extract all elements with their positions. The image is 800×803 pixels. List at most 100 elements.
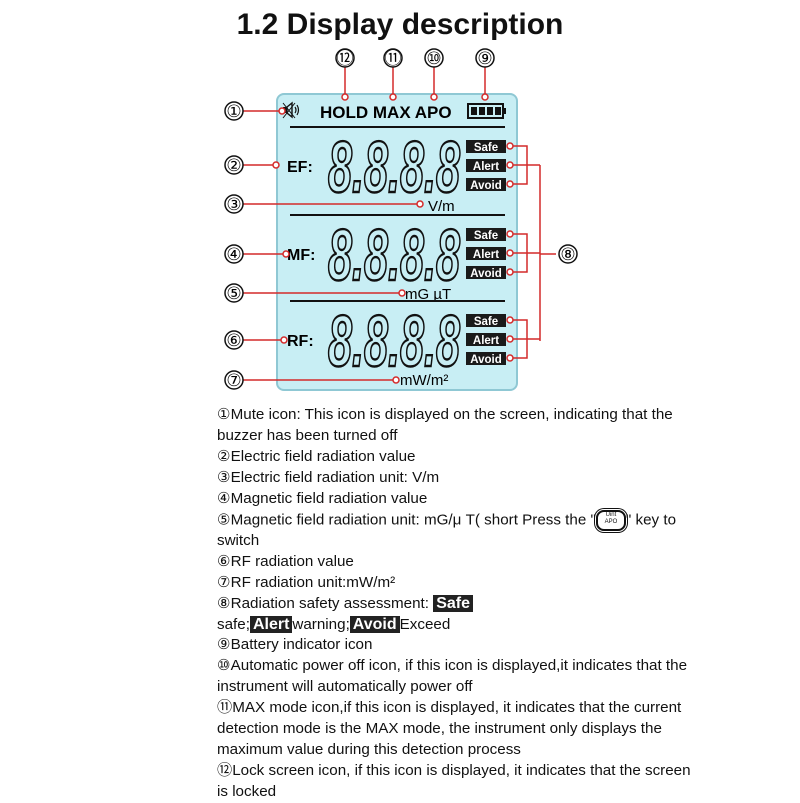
callout-dot: [506, 142, 514, 150]
callout-marker: ⑧: [558, 244, 578, 264]
badge-text: Safe: [474, 142, 498, 154]
callout-number: ⑤: [226, 284, 241, 303]
callout-dot: [398, 289, 406, 297]
callout-dot: [481, 93, 489, 101]
desc-1: ①Mute icon: This icon is displayed on th…: [217, 406, 673, 444]
mf-digits: 8.8.8.8: [328, 216, 460, 296]
alert-badge: Alert: [249, 615, 293, 633]
safe-badge: Safe: [433, 594, 474, 612]
rf-digits: 8.8.8.8: [328, 302, 460, 382]
unit-label: V/m: [428, 198, 455, 215]
badge-text: Avoid: [470, 354, 502, 366]
callout-marker: ④: [224, 244, 244, 264]
desc-8-text: ⑧Radiation safety assessment:: [217, 594, 434, 612]
desc-4: ④Magnetic field radiation value: [217, 489, 428, 507]
callout-dot: [392, 376, 400, 384]
avoid-badge: Avoid: [349, 615, 400, 633]
badge-avoid: [466, 266, 506, 279]
callout-dot: [272, 161, 280, 169]
bracket: [539, 165, 556, 341]
key-bottom: APO: [604, 518, 618, 525]
badge-avoid: [466, 352, 506, 365]
desc-9: ⑨Battery indicator icon: [217, 636, 373, 654]
callout-marker: ②: [224, 155, 244, 175]
badge-text: Avoid: [470, 180, 502, 192]
callout-marker: ⑥: [224, 330, 244, 350]
badge-alert: [466, 159, 506, 172]
callout-number: ⑧: [560, 245, 575, 264]
desc-8: ⑧Radiation safety assessment: Safe safe;…: [217, 594, 697, 636]
callout-dot: [506, 354, 514, 362]
row-label: MF:: [287, 247, 315, 264]
callout-dot: [416, 200, 424, 208]
callout-marker: ⑪: [383, 48, 403, 68]
callout-marker: ⑫: [335, 48, 355, 68]
unit-label: mW/m²: [400, 372, 448, 389]
battery-full-icon: [467, 103, 506, 119]
description-list: ①Mute icon: This icon is displayed on th…: [217, 405, 697, 803]
callout-dot: [341, 93, 349, 101]
callout-dot: [506, 249, 514, 257]
callout-dot: [506, 316, 514, 324]
badge-alert: [466, 247, 506, 260]
callout-marker: ①: [224, 101, 244, 121]
badge-avoid: [466, 178, 506, 191]
callout-number: ⑪: [385, 49, 402, 68]
callout-dot: [282, 250, 290, 258]
callout-dot: [278, 107, 286, 115]
badge-text: Safe: [474, 230, 498, 242]
callout-number: ④: [226, 245, 241, 264]
badge-text: Alert: [473, 335, 499, 347]
callout-marker: ⑩: [424, 48, 444, 68]
desc-5: ⑤Magnetic field radiation unit: mG/μ T( …: [217, 509, 697, 552]
callout-dot: [506, 161, 514, 169]
safe-text: safe;: [217, 615, 250, 633]
page-title: 1.2 Display description: [236, 8, 564, 41]
desc-5-tail: " key to switch: [217, 511, 677, 549]
callout-marker: ⑦: [224, 370, 244, 390]
callout-marker: ⑨: [475, 48, 495, 68]
row-label: RF:: [287, 333, 314, 350]
callout-dot: [506, 180, 514, 188]
alert-text: warning;: [292, 615, 350, 633]
callout-marker: ⑤: [224, 283, 244, 303]
badge-safe: [466, 228, 506, 241]
ef-digits: 8.8.8.8: [328, 128, 460, 208]
badge-safe: [466, 314, 506, 327]
callout-marker: ③: [224, 194, 244, 214]
callout-number: ⑫: [337, 49, 354, 68]
callout-dot: [280, 336, 288, 344]
badge-text: Alert: [473, 161, 499, 173]
desc-10: ⑩Automatic power off icon, if this icon …: [217, 657, 688, 696]
callout-dot: [430, 93, 438, 101]
callout-number: ③: [226, 195, 241, 214]
desc-12: ⑫Lock screen icon, if this icon is displ…: [217, 761, 691, 800]
desc-6: ⑥RF radiation value: [217, 552, 354, 570]
desc-3: ③Electric field radiation unit: V/m: [217, 468, 440, 486]
lcd-screen: [276, 93, 518, 391]
callout-number: ⑩: [426, 49, 441, 68]
desc-2: ②Electric field radiation value: [217, 447, 416, 465]
badge-text: Avoid: [470, 268, 502, 280]
desc-11: ⑪MAX mode icon,if this icon is displayed…: [217, 699, 682, 759]
callout-dot: [506, 268, 514, 276]
avoid-text: Exceed: [399, 615, 451, 633]
desc-5-text: ⑤Magnetic field radiation unit: mG/μ T( …: [217, 511, 596, 529]
badge-alert: [466, 333, 506, 346]
callout-dot: [389, 93, 397, 101]
callout-dot: [506, 230, 514, 238]
callout-dot: [506, 335, 514, 343]
unit-label: mG µT: [405, 286, 451, 303]
badge-safe: [466, 140, 506, 153]
status-labels: HOLD MAX APO: [320, 103, 452, 122]
callout-number: ⑥: [226, 331, 241, 350]
callout-number: ②: [226, 156, 241, 175]
callout-number: ⑨: [477, 49, 492, 68]
badge-text: Alert: [473, 249, 499, 261]
row-label: EF:: [287, 159, 313, 176]
callout-number: ①: [226, 102, 241, 121]
callout-number: ⑦: [226, 371, 241, 390]
lcd-diagram: HOLD MAX APO 8.8.8.8 8.8.8.8 8.8.8.8 EF:…: [224, 48, 578, 391]
key-top: Uint: [605, 511, 617, 518]
